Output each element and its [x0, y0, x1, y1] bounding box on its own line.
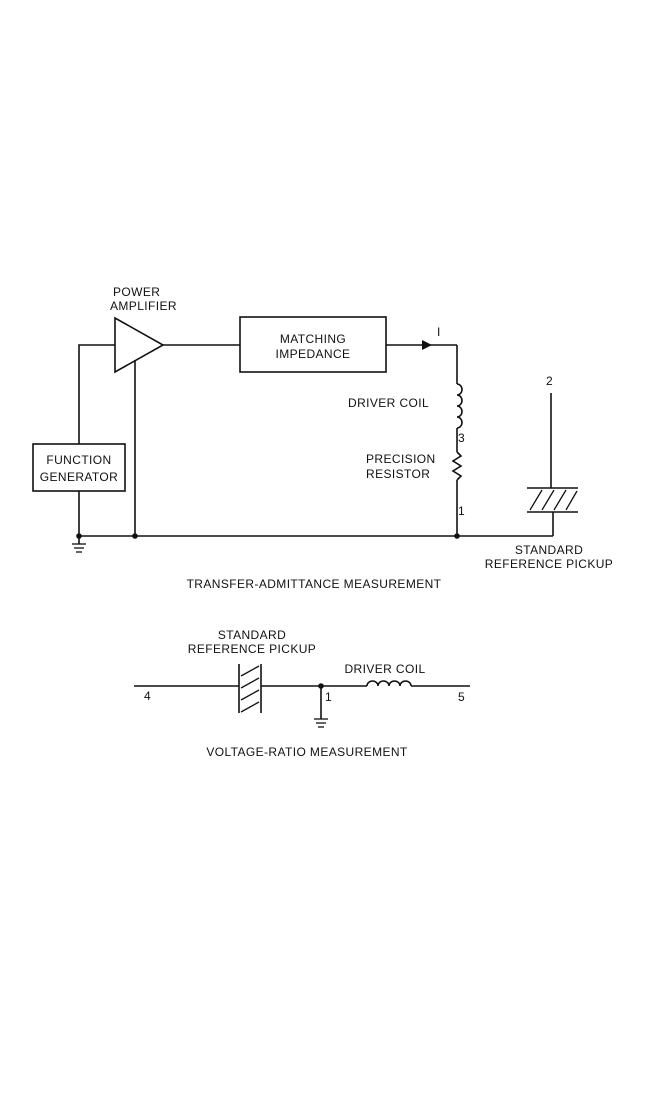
node-5-label: 5 [458, 690, 465, 704]
current-arrow [422, 340, 432, 350]
standard-pickup-label-line2: REFERENCE PICKUP [485, 557, 613, 571]
standard-pickup-label-line1: STANDARD [218, 628, 286, 642]
node-4-label: 4 [144, 689, 151, 703]
voltage-ratio-diagram: STANDARD REFERENCE PICKUP 4 1 DR [134, 628, 470, 759]
standard-reference-pickup-symbol [527, 488, 578, 512]
precision-resistor-label-line2: RESISTOR [366, 467, 430, 481]
matching-impedance-label-line1: MATCHING [280, 332, 346, 346]
amplifier-input-wire [79, 345, 115, 444]
node-1-label: 1 [458, 504, 465, 518]
power-amplifier-label-line2: AMPLIFIER [110, 299, 177, 313]
node-2-label: 2 [546, 374, 553, 388]
precision-resistor-symbol [453, 452, 461, 480]
matching-impedance-label-line2: IMPEDANCE [276, 347, 351, 361]
standard-reference-pickup-symbol [239, 664, 261, 713]
transfer-admittance-diagram: POWER AMPLIFIER MATCHING IMPEDANCE I DRI… [33, 285, 613, 591]
precision-resistor-label-line1: PRECISION [366, 452, 436, 466]
node-1-label: 1 [325, 690, 332, 704]
junction-dot [454, 533, 460, 539]
current-label: I [437, 325, 441, 339]
power-amplifier-label-line1: POWER [113, 285, 160, 299]
transfer-admittance-caption: TRANSFER-ADMITTANCE MEASUREMENT [187, 577, 442, 591]
driver-coil-symbol [367, 681, 411, 686]
junction-dot [132, 533, 138, 539]
function-generator-label-line2: GENERATOR [40, 470, 119, 484]
node-3-label: 3 [458, 431, 465, 445]
ground-symbol [72, 536, 86, 552]
standard-pickup-label-line1: STANDARD [515, 543, 583, 557]
driver-coil-label: DRIVER COIL [344, 662, 425, 676]
driver-coil-symbol [457, 384, 462, 428]
driver-coil-label: DRIVER COIL [348, 396, 429, 410]
standard-pickup-label-line2: REFERENCE PICKUP [188, 642, 316, 656]
function-generator-label-line1: FUNCTION [46, 453, 111, 467]
voltage-ratio-caption: VOLTAGE-RATIO MEASUREMENT [206, 745, 408, 759]
power-amplifier-symbol [115, 318, 163, 372]
